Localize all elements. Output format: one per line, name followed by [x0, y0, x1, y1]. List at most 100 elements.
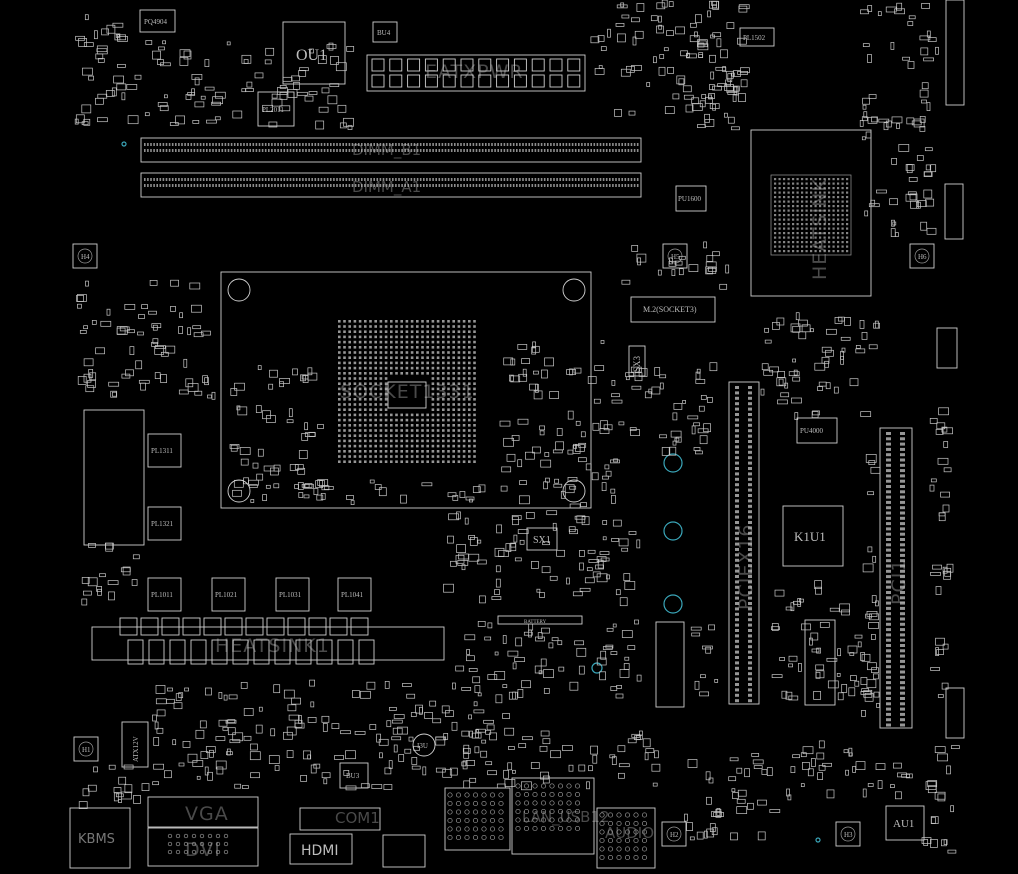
chipset-ball: [841, 187, 844, 190]
dimm-pin: [599, 149, 602, 152]
pcie-pin: [748, 553, 752, 557]
socket-pin: [369, 418, 372, 422]
smd-part: [696, 368, 701, 374]
smd-part: [895, 232, 899, 237]
smd-part: [271, 93, 278, 99]
socket-pin: [410, 429, 414, 432]
dimm-pin: [326, 178, 329, 181]
dimm-pin: [230, 178, 233, 181]
dimm-pin: [413, 149, 416, 152]
socket-pin: [452, 361, 455, 365]
smd-part: [695, 379, 706, 384]
smd-part: [810, 632, 819, 641]
smd-part: [121, 791, 132, 800]
dimm-pin: [633, 178, 636, 181]
smd-part: [515, 637, 523, 647]
dimm-pin: [469, 178, 472, 181]
smd-part: [694, 680, 700, 690]
smd-part: [704, 113, 710, 123]
chipset-ball: [801, 227, 804, 230]
pci-pin: [886, 432, 891, 435]
chipset-ball: [823, 218, 826, 221]
dimm-pin: [441, 149, 444, 152]
smd-part: [511, 515, 522, 520]
smd-part: [288, 714, 300, 721]
smd-part: [628, 110, 636, 116]
socket-pin: [400, 450, 403, 453]
socket-pin: [457, 398, 461, 401]
smd-part: [343, 770, 350, 776]
smd-part: [152, 714, 157, 722]
smd-part: [877, 780, 883, 789]
socket-pin: [452, 325, 455, 328]
dimm-pin: [454, 184, 456, 187]
smd-part: [634, 30, 644, 39]
socket-pin: [400, 413, 403, 417]
dimm-pin: [342, 178, 344, 181]
chipset-ball: [778, 223, 781, 226]
smd-part: [788, 663, 793, 668]
dimm-pin: [395, 184, 397, 187]
smd-part: [659, 382, 664, 390]
dimm-pin: [295, 184, 298, 187]
chipset-ball: [801, 191, 804, 194]
dimm-pin: [292, 143, 295, 146]
dimm-pin: [497, 184, 499, 187]
dimm-pin: [618, 178, 620, 181]
socket-pin: [431, 392, 435, 396]
pci-pin: [886, 490, 891, 494]
chipset-ball: [805, 232, 808, 235]
pci-pin: [886, 580, 891, 584]
socket-pin: [421, 450, 424, 453]
smd-part: [867, 116, 878, 124]
io-hole: [540, 817, 547, 823]
pcie-pin: [748, 537, 752, 541]
battery-holder: [497, 615, 583, 625]
smd-part: [459, 491, 466, 498]
pcie-pin: [735, 418, 739, 422]
smd-part: [727, 116, 735, 124]
smd-part: [379, 752, 383, 759]
smd-part: [894, 8, 905, 15]
chipset-ball: [837, 200, 840, 203]
socket-pin: [384, 356, 388, 359]
smd-part: [289, 464, 299, 471]
socket-pin: [353, 377, 357, 380]
smd-part: [929, 418, 938, 424]
pcie-pin: [735, 488, 739, 492]
smd-part: [636, 3, 645, 12]
i3u-chip: [412, 733, 436, 757]
smd-part: [192, 325, 202, 330]
smd-part: [890, 228, 896, 237]
smd-part: [509, 543, 517, 552]
chipset-ball: [801, 196, 804, 199]
smd-part: [496, 783, 506, 789]
socket-pin: [410, 413, 414, 417]
socket-pin: [369, 455, 372, 458]
smd-part: [115, 793, 124, 798]
smd-part: [254, 72, 264, 79]
dimm-pin: [388, 149, 391, 152]
socket-pin: [348, 398, 351, 401]
socket-pin: [374, 346, 377, 349]
chipset-ball: [837, 182, 840, 185]
socket-pin: [348, 382, 351, 385]
smd-part: [269, 369, 278, 378]
smd-part: [946, 765, 951, 775]
eatxpwr-pin: [531, 58, 545, 72]
socket-pin: [384, 335, 388, 339]
dimm-pin: [559, 149, 561, 152]
chipset-ball: [846, 191, 849, 194]
smd-part: [298, 715, 302, 724]
dimm-pin: [416, 178, 419, 181]
chipset-ball: [819, 218, 822, 221]
chipset-ball: [846, 236, 849, 239]
smd-part: [800, 783, 805, 787]
smd-part: [907, 21, 914, 26]
smd-part: [628, 531, 637, 535]
socket-hole: [227, 278, 251, 302]
eatxpwr-pin: [442, 58, 456, 72]
socket-pin: [353, 450, 357, 453]
pci-pin: [900, 718, 905, 722]
chipset-ball: [819, 196, 822, 199]
